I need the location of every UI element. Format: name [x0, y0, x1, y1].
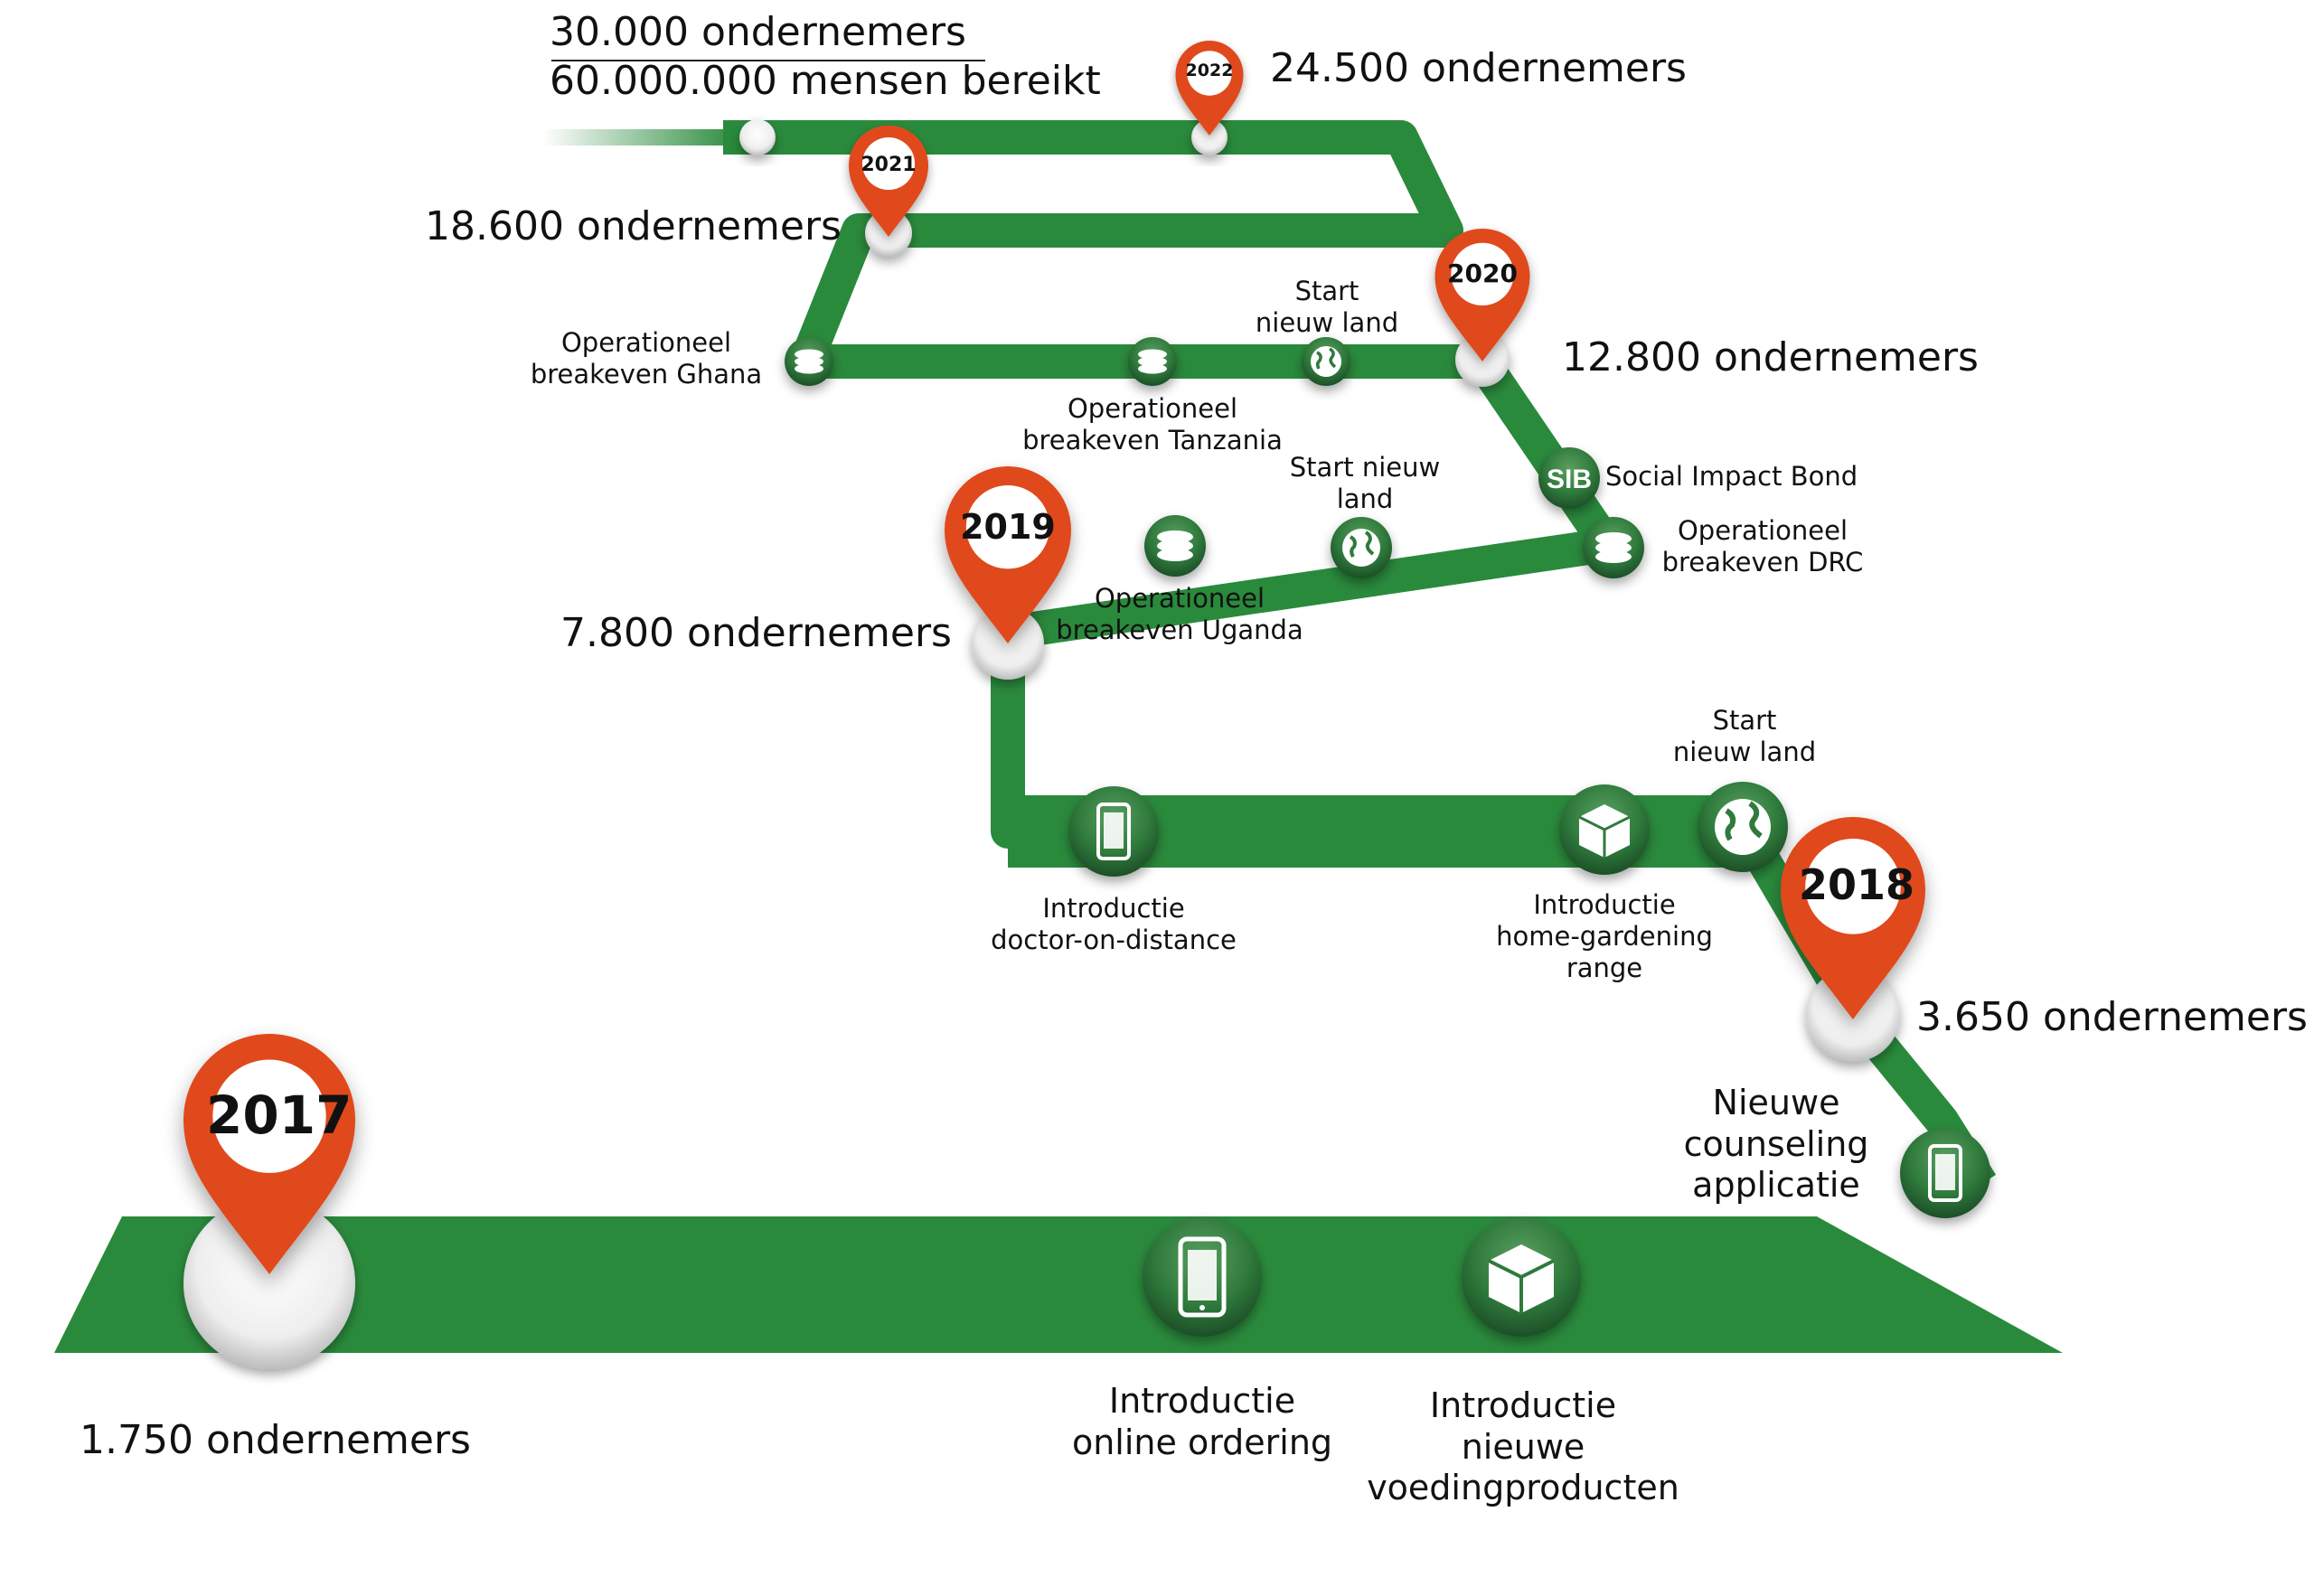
label-social-impact-bond: Social Impact Bond [1605, 461, 1858, 492]
label-line: Introductie [1108, 1381, 1296, 1421]
label-start-land-2018: Start nieuw land [1654, 705, 1835, 768]
label-line: Start [1294, 276, 1359, 306]
label-line: Operationeel [1094, 583, 1265, 614]
disc-2017 [183, 1197, 355, 1369]
phone-icon [1068, 786, 1159, 877]
label-breakeven-drc: Operationeel breakeven DRC [1654, 515, 1871, 578]
label-start-land-2020: Start nieuw land [1237, 276, 1417, 339]
label-counseling-app: Nieuwe counseling applicatie [1672, 1083, 1880, 1206]
label-line: Nieuwe [1712, 1083, 1840, 1122]
header-line2: 60.000.000 mensen bereikt [550, 58, 1101, 104]
map-pin-icon [183, 1034, 355, 1274]
label-line: Start [1712, 705, 1777, 736]
count-2022: 24.500 ondernemers [1270, 45, 1687, 91]
label-line: Start nieuw [1289, 452, 1441, 483]
label-online-ordering: Introductie online ordering [1058, 1381, 1347, 1463]
map-pin-icon [1175, 41, 1244, 136]
year-label-2019: 2019 [960, 507, 1056, 547]
year-label-2018: 2018 [1799, 860, 1915, 909]
box-icon [1559, 784, 1650, 875]
label-line: nieuw land [1255, 306, 1399, 338]
label-line: voedingproducten [1367, 1468, 1679, 1508]
label-line: Operationeel [560, 327, 732, 358]
phone-icon [1900, 1128, 1990, 1218]
year-label-2022: 2022 [1185, 61, 1234, 80]
label-line: Introductie [1533, 889, 1676, 920]
coins-icon [1128, 337, 1177, 386]
label-line: Operationeel [1677, 515, 1848, 546]
year-label-2020: 2020 [1447, 258, 1518, 288]
map-pin-icon [1434, 229, 1530, 361]
label-line: nieuwe [1461, 1426, 1585, 1467]
header-line1: 30.000 ondernemers [550, 9, 966, 55]
label-line: applicatie [1692, 1165, 1860, 1206]
label-new-food: Introductie nieuwe voedingproducten [1356, 1385, 1690, 1509]
label-breakeven-tanzania: Operationeel breakeven Tanzania [1008, 393, 1297, 456]
map-pin-icon [849, 125, 928, 237]
year-label-2017: 2017 [206, 1084, 353, 1146]
label-line: counseling [1683, 1123, 1869, 1164]
count-2018: 3.650 ondernemers [1916, 994, 2308, 1040]
coins-icon [1144, 515, 1206, 577]
map-pin-icon [945, 466, 1071, 643]
map-pin-icon [1781, 817, 1925, 1019]
count-2017: 1.750 ondernemers [80, 1417, 471, 1463]
track-base [54, 1216, 2063, 1353]
label-doctor: Introductie doctor-on-distance [969, 893, 1258, 956]
label-line: Operationeel [1067, 393, 1238, 424]
box-icon [1462, 1217, 1581, 1337]
label-line: doctor-on-distance [991, 924, 1237, 955]
globe-icon [1302, 337, 1350, 386]
label-breakeven-ghana: Operationeel breakeven Ghana [515, 327, 777, 390]
track-fade [542, 129, 741, 146]
disc-start [739, 119, 776, 155]
milestone-icons: SIB [785, 337, 1990, 1337]
label-line: Introductie [1042, 893, 1185, 924]
label-breakeven-uganda: Operationeel breakeven Uganda [1039, 583, 1320, 646]
label-line: online ordering [1071, 1422, 1333, 1462]
label-line: breakeven Uganda [1056, 614, 1303, 645]
coins-icon [785, 337, 833, 386]
map-pins [183, 41, 1925, 1274]
disc-2022 [1191, 119, 1228, 155]
coins-icon [1583, 517, 1644, 578]
label-line: nieuw land [1672, 736, 1817, 767]
label-line: breakeven Tanzania [1022, 424, 1283, 455]
label-line: home-gardening [1496, 920, 1713, 952]
year-label-2021: 2021 [861, 154, 917, 176]
globe-icon [1331, 517, 1392, 578]
globe-icon [1698, 782, 1788, 872]
label-line: breakeven DRC [1661, 546, 1864, 577]
phone-icon [1143, 1217, 1262, 1337]
count-2021: 18.600 ondernemers [425, 203, 842, 249]
label-line: range [1566, 952, 1643, 983]
count-2019: 7.800 ondernemers [560, 610, 952, 656]
label-line: breakeven Ghana [530, 358, 763, 390]
label-line: land [1336, 483, 1394, 514]
label-line: Introductie [1429, 1385, 1617, 1425]
label-start-land-2019: Start nieuw land [1275, 452, 1455, 515]
count-2020: 12.800 ondernemers [1562, 334, 1979, 380]
label-home-gardening: Introductie home-gardening range [1473, 889, 1736, 983]
sib-badge-text: SIB [1547, 465, 1592, 494]
sib-icon: SIB [1538, 447, 1600, 509]
year-discs [183, 119, 1900, 1369]
